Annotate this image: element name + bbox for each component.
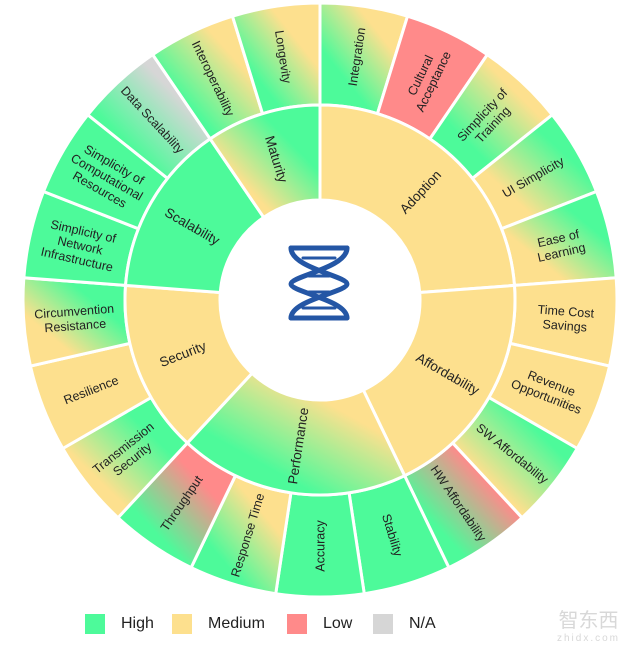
segment-label-accuracy: Accuracy: [313, 520, 327, 572]
legend-label: Medium: [208, 615, 265, 632]
legend: High Medium Low N/A: [0, 612, 640, 636]
legend-swatch-low: [287, 614, 307, 634]
segment-label-time-cost-savings: Time CostSavings: [536, 302, 595, 335]
watermark-sub: zhidx.com: [556, 633, 620, 644]
legend-swatch-na: [373, 614, 393, 634]
legend-item-low: Low: [287, 612, 352, 636]
legend-item-high: High: [85, 612, 154, 636]
legend-label: Low: [323, 615, 353, 632]
legend-swatch-high: [85, 614, 105, 634]
segment-label-circumvention-resistance: CircumventionResistance: [34, 302, 116, 336]
legend-item-na: N/A: [373, 612, 436, 636]
legend-item-medium: Medium: [172, 612, 265, 636]
legend-swatch-medium: [172, 614, 192, 634]
dna-icon: [288, 245, 350, 321]
watermark-logo: 智东西 zhidx.com: [556, 610, 620, 648]
watermark-main: 智东西: [558, 610, 619, 632]
legend-label: N/A: [409, 615, 436, 632]
legend-label: High: [121, 615, 154, 632]
